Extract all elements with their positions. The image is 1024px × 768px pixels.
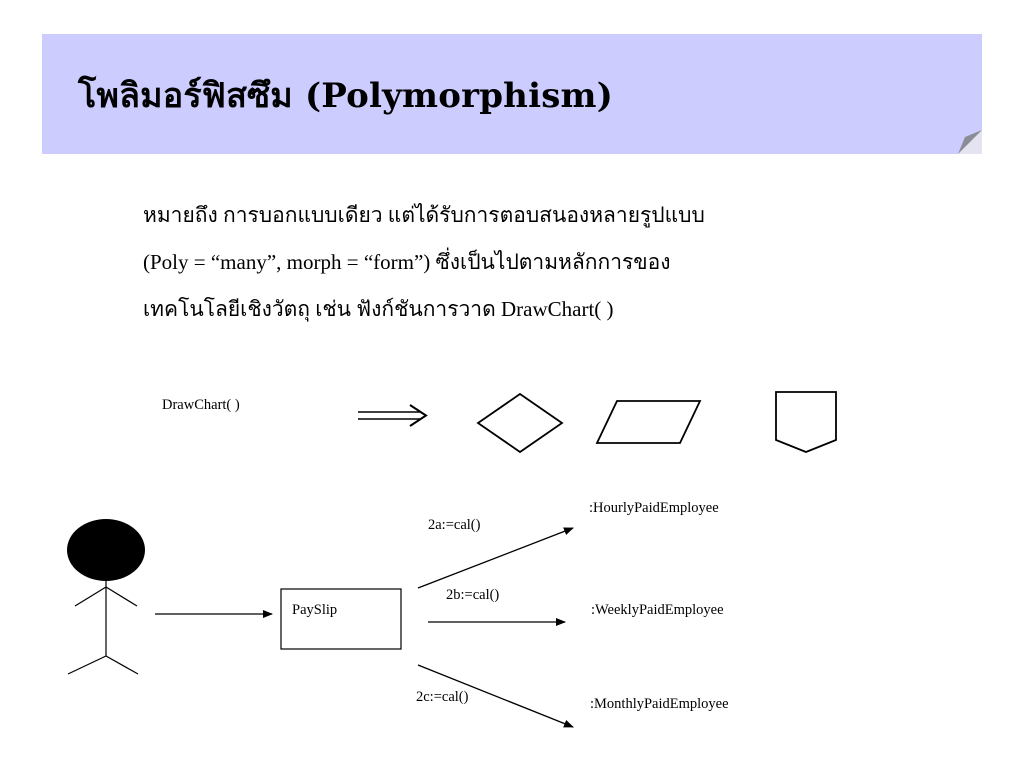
message-2b-label: 2b:=cal() (446, 587, 500, 603)
slide-title: โพลิมอร์ฟิสซึม (Polymorphism) (78, 76, 614, 116)
payslip-label: PaySlip (292, 602, 338, 618)
double-arrow-icon (358, 404, 428, 427)
arrow-to-hourly (417, 527, 574, 589)
body-line-3: เทคโนโลยีเชิงวัตถุ เช่น ฟังก์ชันการวาด D… (143, 297, 614, 321)
message-2a-label: 2a:=cal() (428, 517, 481, 533)
hourly-employee-label: :HourlyPaidEmployee (589, 500, 719, 516)
offpage-connector-shape (775, 391, 837, 453)
monthly-employee-label: :MonthlyPaidEmployee (590, 696, 729, 712)
title-band (42, 34, 982, 154)
weekly-employee-label: :WeeklyPaidEmployee (591, 602, 724, 618)
diamond-shape (476, 392, 564, 454)
payslip-box (280, 588, 402, 650)
message-2c-label: 2c:=cal() (416, 689, 469, 705)
body-text: หมายถึง การบอกแบบเดียว แต่ได้รับการตอบสน… (143, 192, 903, 333)
fold-dark (958, 130, 982, 154)
parallelogram-shape (595, 400, 702, 444)
actor-head (67, 519, 145, 581)
actor-figure (67, 519, 145, 675)
body-line-2: (Poly = “many”, morph = “form”) ซึ่งเป็น… (143, 250, 671, 274)
arrow-to-monthly (417, 664, 574, 728)
drawchart-label: DrawChart( ) (162, 397, 240, 413)
body-line-1: หมายถึง การบอกแบบเดียว แต่ได้รับการตอบสน… (143, 203, 705, 227)
